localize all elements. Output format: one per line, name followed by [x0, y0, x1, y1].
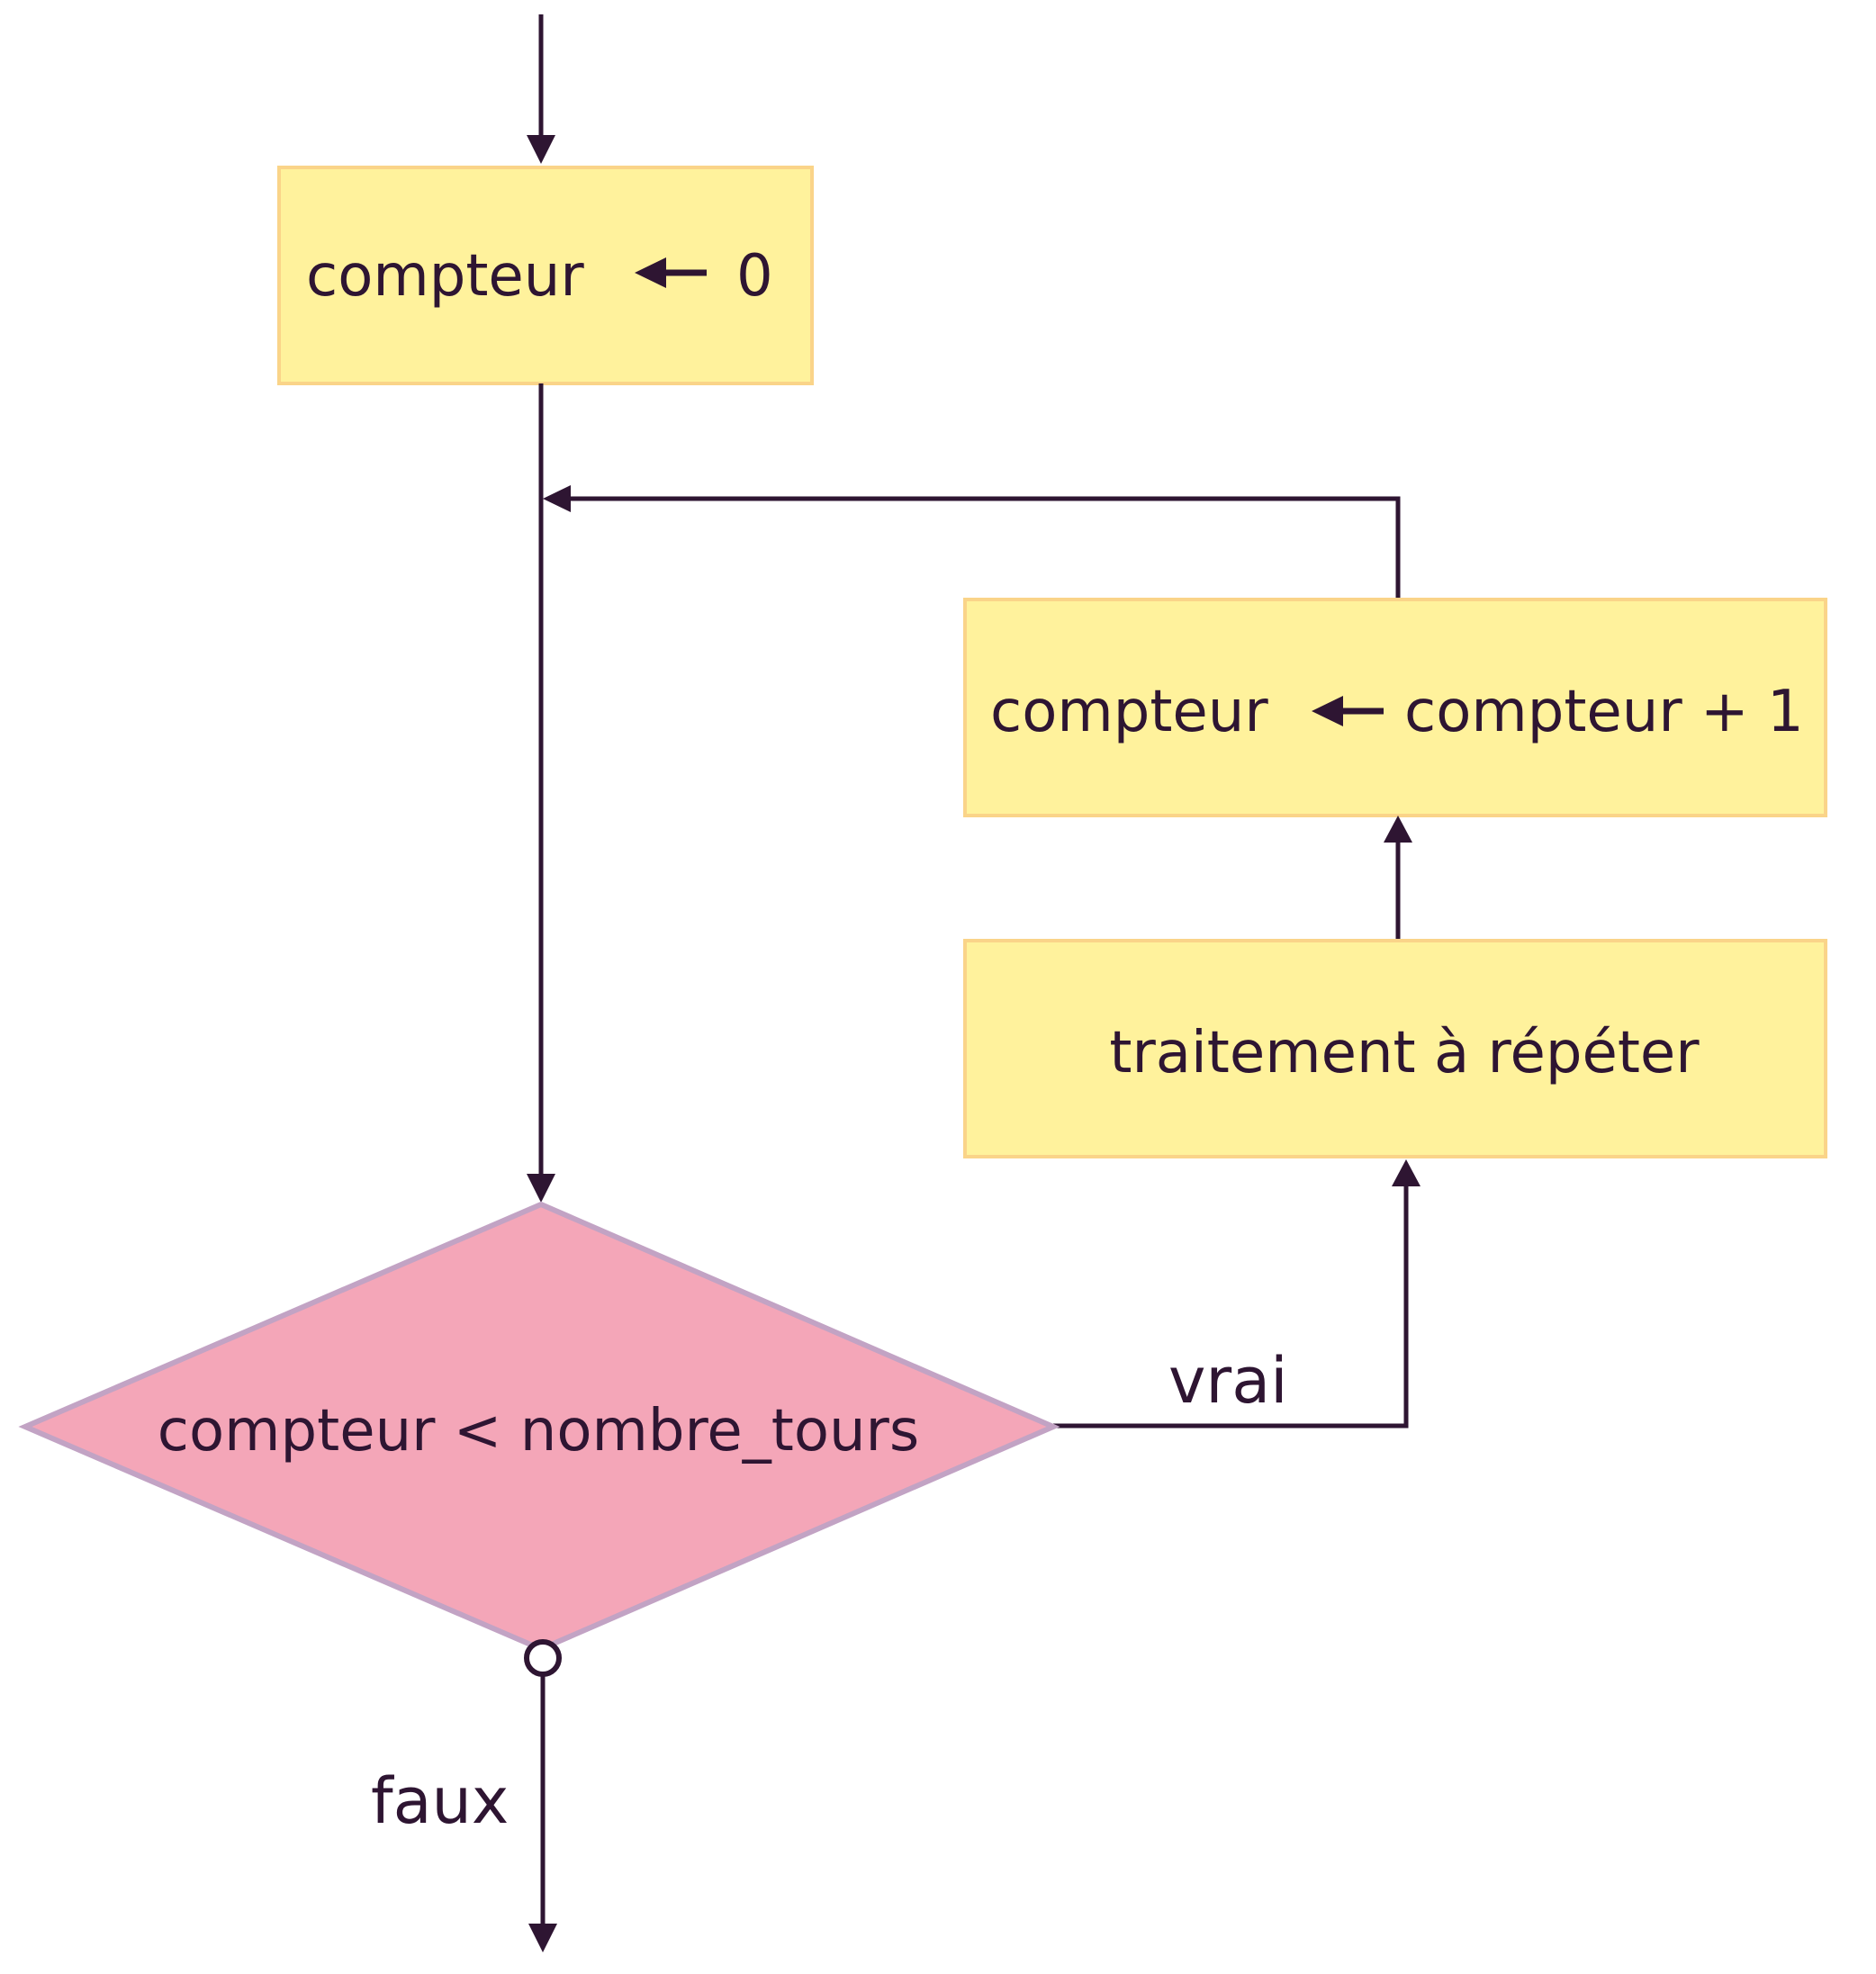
condition-arrowhead [527, 1174, 555, 1203]
false-branch-label: faux [371, 1764, 509, 1838]
false-branch-port [524, 1639, 562, 1677]
init-box [277, 166, 814, 385]
process-arrowhead [1392, 1159, 1421, 1186]
loop-back-connector [565, 496, 1401, 599]
condition-label: compteur < nombre_tours [158, 1398, 919, 1465]
loop-back-arrowhead [543, 485, 571, 512]
increment-box-expression: compteur + 1 [1404, 679, 1804, 745]
exit-arrowhead [528, 1924, 557, 1952]
increment-arrowhead [1384, 816, 1412, 843]
init-box-value: 0 [736, 243, 773, 310]
increment-box-variable: compteur [990, 679, 1268, 745]
init-box-variable: compteur [306, 243, 584, 310]
init-assign-arrow-icon [635, 257, 707, 288]
true-branch-label: vrai [1168, 1344, 1288, 1418]
entry-arrowhead [527, 135, 555, 164]
increment-assign-arrow-icon [1312, 696, 1384, 726]
process-box [963, 939, 1827, 1158]
increment-box [963, 598, 1827, 817]
true-branch-connector [1053, 1185, 1409, 1429]
process-box-label: traitement à répéter [1109, 1020, 1700, 1086]
